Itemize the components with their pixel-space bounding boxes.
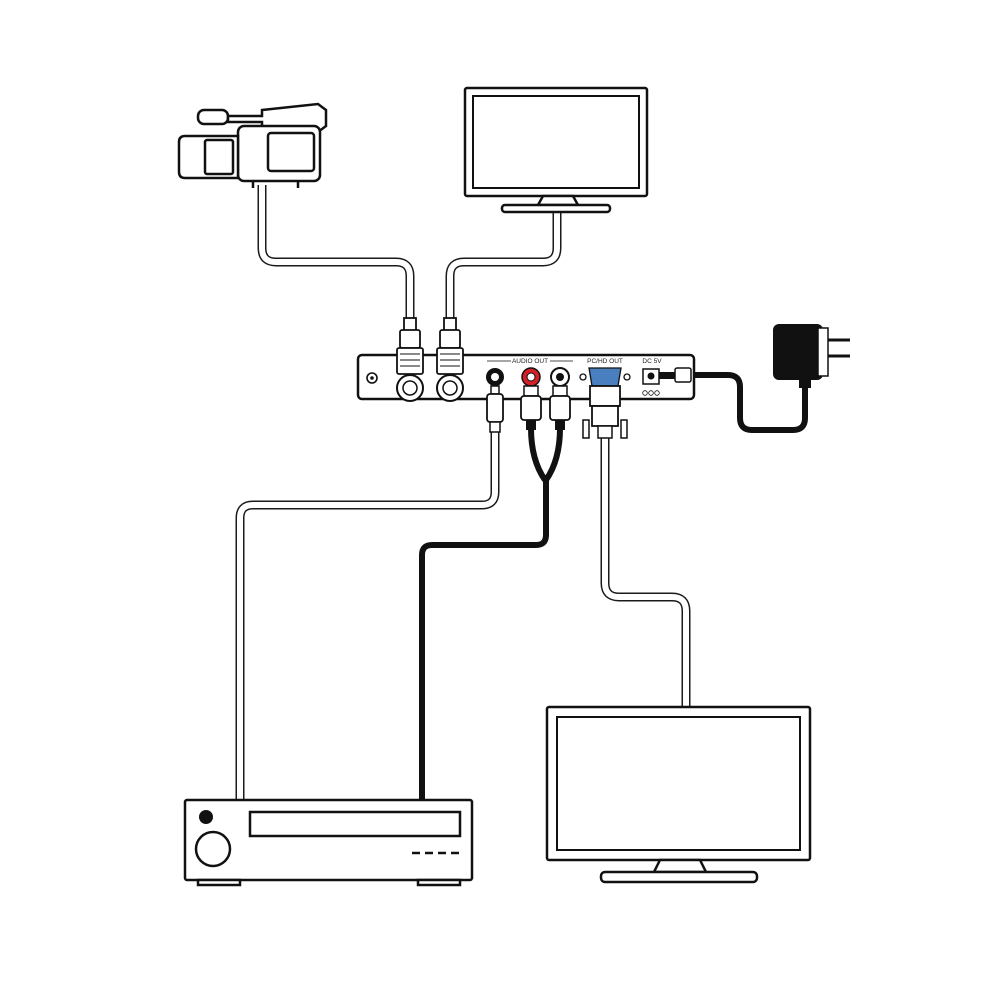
rca-audio-cable xyxy=(419,427,563,803)
rca-red-port[interactable] xyxy=(521,367,541,387)
audio-jack-cable xyxy=(235,432,500,803)
rca-white-port[interactable] xyxy=(550,367,570,387)
dc-plug xyxy=(659,367,692,383)
bnc-connector-1[interactable] xyxy=(396,317,424,402)
bottom-monitor xyxy=(545,705,812,884)
mount-screw-icon xyxy=(366,372,378,384)
power-cable xyxy=(690,372,808,433)
vga-cable xyxy=(600,438,691,707)
vga-port[interactable] xyxy=(579,367,631,387)
power-adapter-icon xyxy=(773,324,850,388)
av-receiver xyxy=(183,798,474,887)
top-monitor-cable xyxy=(445,210,562,318)
polarity-icon xyxy=(642,390,660,396)
camcorder xyxy=(177,102,328,188)
rca-white-plug xyxy=(549,385,571,430)
top-monitor xyxy=(463,86,649,214)
audio-out-label: AUDIO OUT xyxy=(512,358,548,365)
cables xyxy=(235,185,808,803)
rca-red-plug xyxy=(520,385,542,430)
bnc-connector-2[interactable] xyxy=(436,317,464,402)
dc-label: DC 5V xyxy=(642,358,662,365)
audio-jack-port[interactable] xyxy=(486,368,504,386)
dc-power-port[interactable] xyxy=(642,368,660,385)
camera-cable xyxy=(257,185,415,318)
pc-hd-out-label: PC/HD OUT xyxy=(587,358,623,365)
audio-jack-plug xyxy=(486,385,504,433)
vga-plug xyxy=(582,385,628,439)
